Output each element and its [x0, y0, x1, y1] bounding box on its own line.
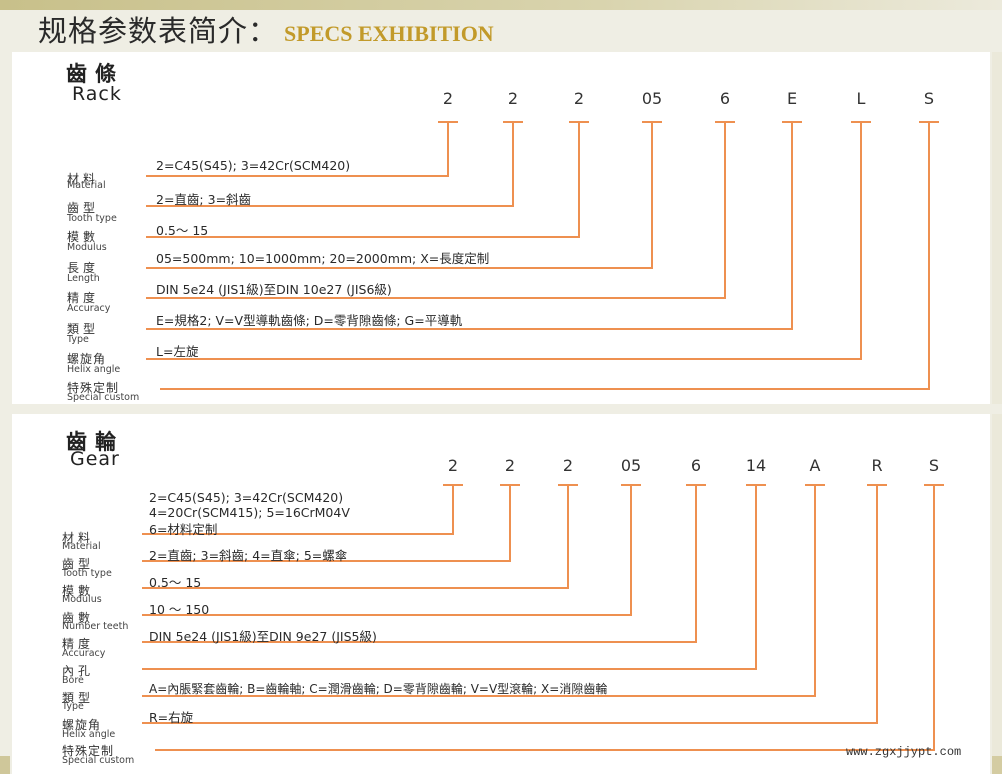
- corner-decoration: [992, 756, 1002, 774]
- top-bar: [0, 0, 1002, 10]
- rack-code: E: [786, 89, 798, 108]
- gear-title-en: Gear: [70, 448, 120, 470]
- gear-title-cn: 齒輪: [66, 430, 124, 454]
- rack-code: S: [923, 89, 935, 108]
- gear-code: A: [809, 456, 821, 475]
- rack-code: 2: [442, 89, 454, 108]
- rack-code: 6: [719, 89, 731, 108]
- rack-code: 2: [507, 89, 519, 108]
- gear-code: S: [928, 456, 940, 475]
- rack-title-en: Rack: [72, 83, 122, 105]
- rack-code: L: [856, 89, 866, 108]
- rack-title-cn: 齒條: [66, 62, 124, 86]
- corner-decoration: [0, 756, 10, 774]
- gear-panel: 齒輪 Gear 2 2 2 05 6 14 A R S 材料 Material …: [12, 414, 990, 774]
- gear-code: 05: [620, 456, 642, 475]
- gear-code: 2: [447, 456, 459, 475]
- gear-code: 2: [504, 456, 516, 475]
- gear-code: R: [871, 456, 883, 475]
- page-title-cn: 规格参数表简介：: [38, 14, 279, 48]
- rack-code: 05: [641, 89, 663, 108]
- rack-code: 2: [573, 89, 585, 108]
- right-strip: [992, 52, 1002, 404]
- rack-panel: 齒條 Rack 2 2 2 05 6 E L S 材料 Material 2=C…: [12, 52, 990, 404]
- right-strip: [992, 414, 1002, 756]
- page-title: 规格参数表简介： SPECS EXHIBITION: [38, 8, 494, 48]
- gear-code: 14: [745, 456, 767, 475]
- page-title-en: SPECS EXHIBITION: [284, 21, 494, 46]
- gear-code: 2: [562, 456, 574, 475]
- watermark-url: www.zgxjjypt.com: [846, 745, 962, 759]
- gear-code: 6: [690, 456, 702, 475]
